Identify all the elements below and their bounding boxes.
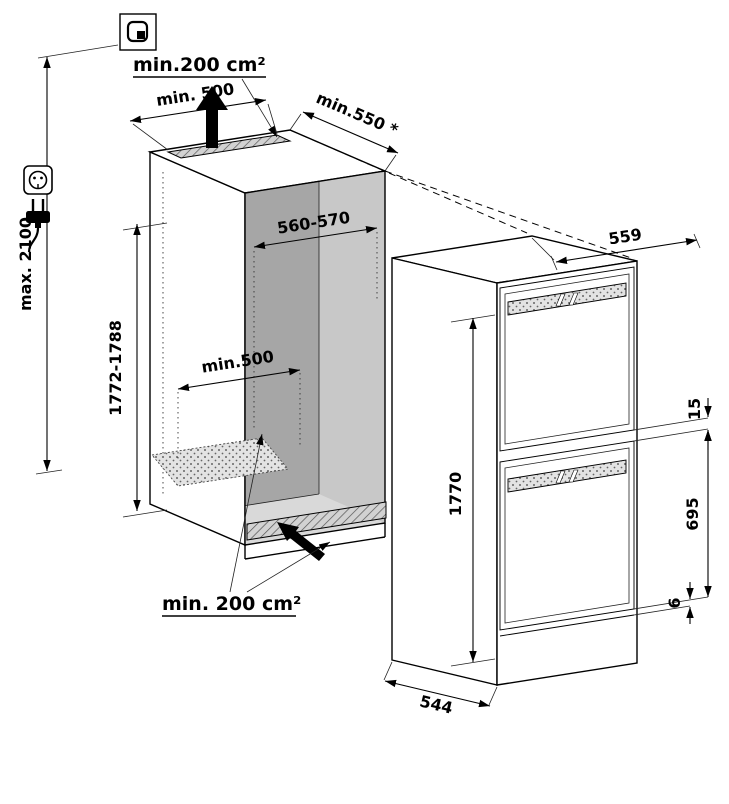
overall-height-label: max. 2100 [16, 217, 35, 311]
freezer-door-handle [507, 459, 627, 493]
handle-notch [555, 470, 566, 484]
dim-niche-height: 1772-1788 [106, 222, 168, 518]
cabinet [147, 86, 388, 561]
bottom-gap-label: 6 [665, 597, 684, 608]
cabinet-left-face [149, 150, 246, 547]
dim-appliance-height: 1770 [446, 314, 496, 667]
dim-freezer-door-height: 695 [633, 430, 712, 610]
airflow-bottom-arrow [277, 522, 325, 561]
plinth-line [499, 614, 635, 637]
power-plug-icon [26, 199, 50, 253]
appliance-width-label: 559 [607, 225, 643, 249]
door-gap-label: 15 [685, 398, 704, 420]
label-top-vent: min.200 cm² [133, 54, 278, 138]
top-vent-cutout [166, 134, 292, 159]
handle-notch [568, 469, 579, 483]
bottom-vent-label: min. 200 cm² [162, 593, 301, 615]
dim-bottom-gap: 6 [633, 582, 694, 624]
appliance [391, 235, 638, 686]
niche-height-label: 1772-1788 [106, 320, 125, 416]
handle-notch [555, 293, 566, 307]
fridge-door-handle [507, 282, 627, 316]
dim-overall-height: max. 2100 [16, 44, 119, 475]
power-socket-icon [23, 165, 53, 195]
freezer-door-height-label: 695 [683, 497, 702, 530]
dim-appliance-depth: 544 [383, 661, 498, 718]
handle-notch [568, 292, 579, 306]
dim-appliance-width: 559 [531, 225, 701, 271]
top-vent-label: min.200 cm² [133, 54, 266, 76]
appliance-height-label: 1770 [446, 472, 465, 517]
ceiling-clearance-icon [119, 13, 157, 51]
appliance-left-face [391, 257, 498, 686]
label-bottom-vent: min. 200 cm² [162, 433, 331, 617]
